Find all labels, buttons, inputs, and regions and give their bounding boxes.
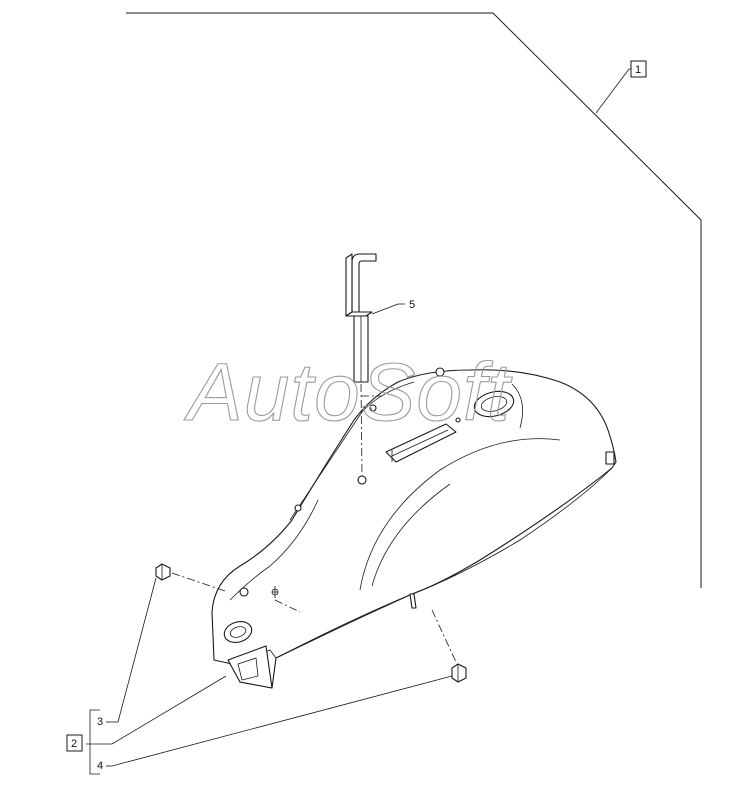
- callout-3: 3: [97, 716, 103, 728]
- housing-cover-part: [211, 367, 617, 689]
- callout-4: 4: [97, 760, 103, 772]
- callout-box-1: [630, 60, 647, 78]
- callout-1: 1: [635, 64, 641, 76]
- leader-lines: [86, 577, 453, 775]
- handle-bracket-part: [345, 253, 405, 383]
- watermark-text: AutoSoft: [183, 347, 513, 438]
- callout-2: 2: [71, 738, 77, 750]
- center-lines: [171, 383, 457, 663]
- callout-box-2: [66, 734, 83, 752]
- plug-part-3: [155, 563, 171, 581]
- plug-part-4: [451, 663, 467, 683]
- callout-5: 5: [409, 299, 415, 311]
